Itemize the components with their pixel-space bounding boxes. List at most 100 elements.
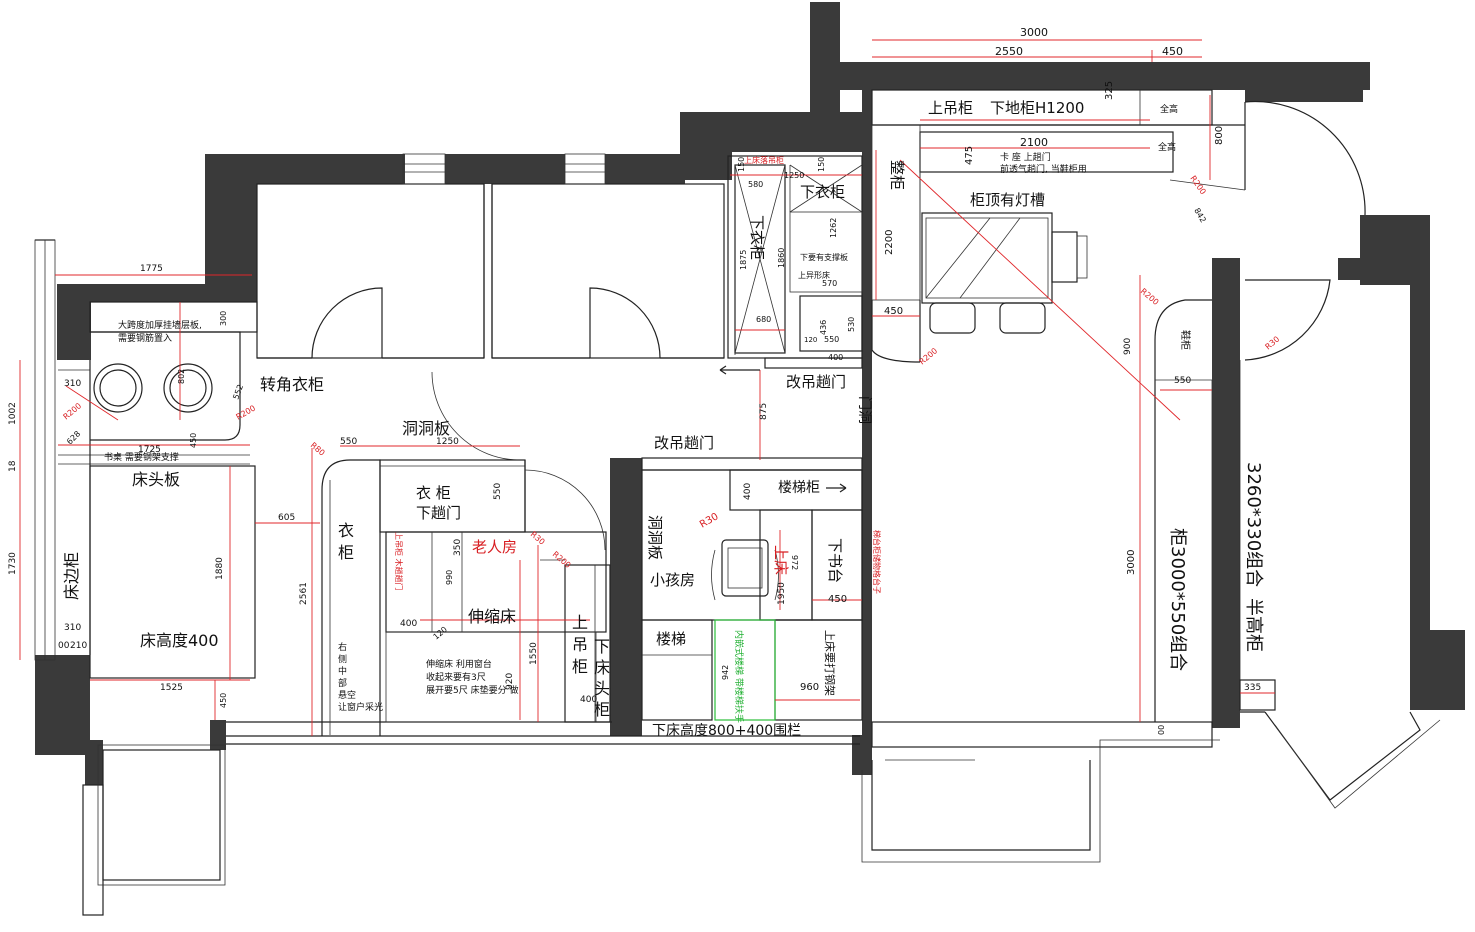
dim-210: 210 <box>70 641 87 651</box>
note-right-middle-5: 悬空 <box>338 689 356 701</box>
label-lower-head-4: 柜 <box>594 700 610 719</box>
dim-900: 900 <box>1123 338 1133 355</box>
dim-605: 605 <box>278 513 295 523</box>
label-lower-head-2: 床 <box>594 658 610 677</box>
label-lower-head-3: 头 <box>594 679 610 698</box>
dim-r200a: R200 <box>62 401 84 421</box>
label-stair-cabinet: 楼梯柜 <box>778 480 820 496</box>
note-desk: 书桌 需要钢架支撑 <box>104 451 179 463</box>
dim-400c: 400 <box>743 483 753 500</box>
note-right-middle: 右 <box>338 641 347 653</box>
label-combo-cabinet: 柜3000*550组合 <box>1167 528 1188 671</box>
label-lamp-slot: 柜顶有灯槽 <box>970 191 1045 209</box>
label-lower-floor-cabinet: 下地柜H1200 <box>990 99 1084 117</box>
note-internal-ladder: 内嵌式楼梯 带楼梯扶手 <box>733 630 745 723</box>
label-kids-room: 小孩房 <box>650 571 695 589</box>
dim-1880: 1880 <box>215 557 225 580</box>
dim-1860: 1860 <box>777 248 786 268</box>
label-lower-desk: 下书台 <box>826 538 844 583</box>
label-full-height-2: 全高 <box>1158 141 1176 153</box>
label-upper-bed: 上床 <box>772 545 790 575</box>
dim-1550: 1550 <box>529 642 539 665</box>
dim-310b: 310 <box>64 623 81 633</box>
dim-475: 475 <box>964 146 975 165</box>
dim-972: 972 <box>790 555 799 570</box>
label-bedside-cabinet: 床边柜 <box>62 552 81 600</box>
dim-310: 310 <box>64 379 81 389</box>
dim-400a: 400 <box>400 619 417 629</box>
dim-325: 325 <box>1104 81 1115 100</box>
dim-550a: 550 <box>340 437 357 447</box>
dim-1002: 1002 <box>8 402 18 425</box>
note-vertical: 梯台柜储物格台子 <box>872 530 882 594</box>
dim-2550: 2550 <box>995 45 1023 58</box>
dim-120b: 120 <box>804 336 817 344</box>
room-labels: 转角衣柜 洞洞板 床头板 床高度400 床边柜 衣 柜 衣 柜 下趟门 伸缩床 … <box>62 99 1264 739</box>
dim-18: 18 <box>8 460 18 472</box>
dim-1875: 1875 <box>739 250 748 270</box>
note-right-middle-6: 让窗户采光 <box>338 701 383 713</box>
dim-842: 842 <box>1192 207 1207 225</box>
dim-530: 530 <box>847 317 856 332</box>
dim-150b: 150 <box>817 157 826 172</box>
label-wardrobe-vertical-2: 柜 <box>338 543 354 562</box>
label-whole-cabinet: 整柜 <box>888 160 906 190</box>
dim-628: 628 <box>65 429 82 446</box>
green-notes: 内嵌式楼梯 带楼梯扶手 <box>733 630 745 723</box>
label-changed-sliding-1: 改吊趟门 <box>786 373 846 391</box>
label-hole-board-vertical: 洞洞板 <box>646 515 664 560</box>
dim-r30b: R30 <box>698 511 721 530</box>
dim-450: 450 <box>1162 45 1183 58</box>
dim-450c: 450 <box>189 433 198 448</box>
note-span-board-2: 需要钢筋置入 <box>118 332 172 344</box>
dim-r200d: R200 <box>1139 287 1161 307</box>
label-lower-head-1: 下 <box>594 637 610 656</box>
note-card-seat: 卡 座 上趟门 <box>1000 151 1051 163</box>
dim-150a: 150 <box>737 157 746 172</box>
dim-1525: 1525 <box>160 683 183 693</box>
label-upper-bed-shelf: 上床要打钢架 <box>823 630 837 696</box>
arrows <box>719 365 847 493</box>
label-lower-wardrobe-h: 下衣柜 <box>800 183 845 201</box>
label-lower-bed-height: 下床高度800+400围栏 <box>652 722 801 739</box>
dim-875: 875 <box>759 403 769 420</box>
dim-3000b: 3000 <box>1126 550 1137 575</box>
note-right-middle-3: 中 <box>338 665 347 677</box>
dim-400b: 400 <box>580 695 597 705</box>
dim-802: 802 <box>177 369 186 384</box>
dim-120: 120 <box>432 625 449 642</box>
note-right-middle-4: 部 <box>338 677 347 689</box>
note-trundle-3: 展开要5尺 床垫要分 做 <box>426 684 518 696</box>
label-sliding-door-lower: 下趟门 <box>416 504 461 522</box>
dim-552: 552 <box>231 383 245 400</box>
dimension-lines <box>19 39 1275 736</box>
dim-350: 350 <box>453 539 463 556</box>
dim-1950: 1950 <box>777 582 787 605</box>
dim-3000: 3000 <box>1020 26 1048 39</box>
label-wardrobe-sliding: 衣 柜 <box>416 484 451 502</box>
walls <box>35 2 1465 785</box>
note-upper-wardrobe-door: 上吊柜 木趟趟门 <box>394 532 404 591</box>
note-span-board: 大跨度加厚挂墙层板, <box>118 319 202 331</box>
dim-450e: 450 <box>828 594 847 605</box>
label-wardrobe-vertical-1: 衣 <box>338 521 354 540</box>
label-corner-wardrobe: 转角衣柜 <box>260 375 324 394</box>
dim-r30c: R30 <box>1264 335 1282 352</box>
dim-436: 436 <box>819 320 828 335</box>
label-bed-height: 床高度400 <box>140 631 219 650</box>
dim-00b: 00 <box>1157 725 1166 735</box>
red-labels: 老人房 上床 上吊柜 木趟趟门 梯台柜储物格台子 上床落吊柜 <box>394 155 882 594</box>
dim-300: 300 <box>219 311 228 326</box>
dim-r200b: R200 <box>235 404 258 422</box>
dim-00: 00 <box>58 641 70 651</box>
dim-2200: 2200 <box>884 230 895 255</box>
dim-550d: 550 <box>824 335 839 344</box>
dim-920: 920 <box>505 673 515 690</box>
label-trundle-bed: 伸缩床 <box>468 607 516 626</box>
dim-800: 800 <box>1214 126 1225 145</box>
dim-550b: 550 <box>493 483 503 500</box>
label-combo-3260: 3260*330组合 <box>1243 462 1264 587</box>
dim-990: 990 <box>445 570 454 585</box>
label-upper-cabinet-3: 柜 <box>572 657 588 676</box>
